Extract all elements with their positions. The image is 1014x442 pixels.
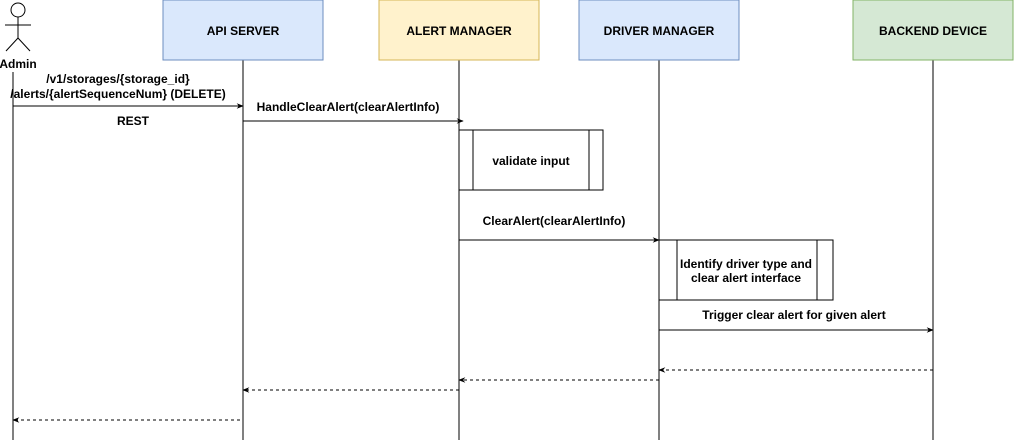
message-trigger-clear-alert: Trigger clear alert for given alert [659,308,934,333]
rest-path-line2: /alerts/{alertSequenceNum} (DELETE) [10,87,225,101]
handle-clear-alert-label: HandleClearAlert(clearAlertInfo) [257,100,440,114]
actor-label: Admin [0,57,37,71]
message-handle-clear-alert: HandleClearAlert(clearAlertInfo) [243,100,464,124]
actor-admin: Admin [0,2,37,71]
rest-path-line1: /v1/storages/{storage_id} [46,72,190,86]
identify-driver-line1: Identify driver type and [680,257,812,271]
message-clear-alert: ClearAlert(clearAlertInfo) [459,214,660,243]
clear-alert-label: ClearAlert(clearAlertInfo) [483,214,626,228]
participant-label: API SERVER [207,24,280,38]
participant-label: BACKEND DEVICE [879,24,987,38]
participant-alert-manager: ALERT MANAGER [378,0,540,61]
participant-backend-device: BACKEND DEVICE [852,0,1014,61]
participant-label: ALERT MANAGER [406,24,512,38]
rest-label: REST [117,114,150,128]
validate-input-label: validate input [492,154,569,168]
participant-label: DRIVER MANAGER [604,24,715,38]
stick-figure-icon [5,2,31,52]
process-validate-input: validate input [458,129,604,191]
message-rest-delete: /v1/storages/{storage_id} /alerts/{alert… [10,72,244,128]
process-identify-driver: Identify driver type and clear alert int… [658,239,834,301]
identify-driver-line2: clear alert interface [691,271,801,285]
trigger-clear-alert-label: Trigger clear alert for given alert [702,308,885,322]
participant-driver-manager: DRIVER MANAGER [578,0,740,61]
participant-api-server: API SERVER [162,0,324,61]
